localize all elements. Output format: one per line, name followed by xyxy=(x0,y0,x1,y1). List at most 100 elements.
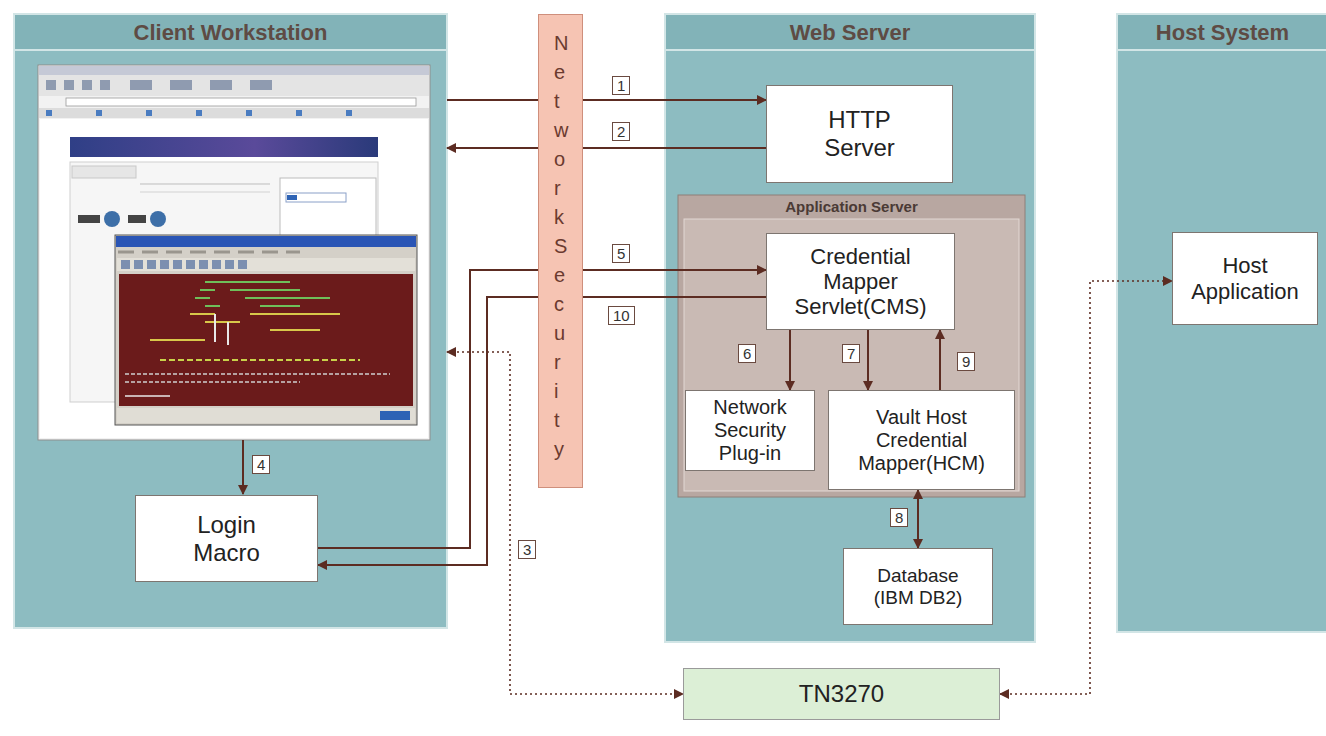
emulator-titlebar xyxy=(116,236,416,247)
toolbar-icons xyxy=(46,80,272,90)
link-icon xyxy=(246,110,252,116)
terminal-line xyxy=(195,282,330,306)
terminal-line xyxy=(125,374,390,382)
browser-screenshot xyxy=(38,65,430,440)
tool-icon xyxy=(121,260,130,269)
panel-header xyxy=(15,15,446,50)
panel-heading: Host System xyxy=(1117,20,1326,45)
toolbar-icon xyxy=(100,80,110,90)
links-bar xyxy=(39,108,429,118)
portal-row xyxy=(140,192,270,193)
system-panel: Web ServerHTTP ServerApplication ServerC… xyxy=(665,14,1035,642)
link-icon xyxy=(96,110,102,116)
box-label: Database (IBM DB2) xyxy=(862,565,974,609)
portal-row xyxy=(140,184,270,185)
callout-number: 4 xyxy=(252,455,270,474)
portal-icon-label xyxy=(128,215,146,223)
process-box: Credential Mapper Servlet(CMS) xyxy=(766,233,955,330)
box-label: Network Security xyxy=(554,29,563,464)
terminal-line xyxy=(150,314,340,340)
subpanel-inner xyxy=(684,219,1019,491)
panel-fills xyxy=(14,14,1326,642)
connector xyxy=(447,147,766,149)
panel-heading: Web Server xyxy=(665,20,1035,45)
callout-number: 2 xyxy=(612,122,630,141)
terminal-line xyxy=(125,395,170,397)
panel-rule xyxy=(15,49,446,51)
tool-icon xyxy=(199,260,208,269)
panel-heading: Client Workstation xyxy=(14,20,447,45)
process-box: Login Macro xyxy=(135,495,318,582)
portal-icon xyxy=(150,211,166,227)
callout-number: 3 xyxy=(518,540,536,559)
tool-icon xyxy=(160,260,169,269)
portal-banner xyxy=(70,137,378,157)
toolbar-icon xyxy=(130,80,152,90)
status-logo xyxy=(380,411,410,420)
terminal-screen xyxy=(119,274,413,406)
system-panel: Client WorkstationLogin Macro xyxy=(14,14,447,628)
callout-number: 7 xyxy=(842,344,860,363)
panel-header xyxy=(666,15,1034,50)
toolbar-icon xyxy=(46,80,56,90)
terminal-art xyxy=(125,282,390,396)
terminal-line xyxy=(215,314,228,345)
system-panel: Host SystemHost Application xyxy=(1117,14,1326,632)
portal-tab xyxy=(72,166,136,178)
emulator-frame xyxy=(115,235,417,425)
emulator-status xyxy=(117,408,415,423)
connector xyxy=(867,330,869,390)
link-icon xyxy=(146,110,152,116)
tool-icon xyxy=(238,260,247,269)
emulator-menu xyxy=(118,251,300,254)
database-box: Database (IBM DB2) xyxy=(843,548,993,625)
panel-rule xyxy=(666,49,1034,51)
portal-icon xyxy=(104,211,120,227)
tool-icon xyxy=(186,260,195,269)
panel-rule xyxy=(1118,49,1326,51)
callout-number: 9 xyxy=(957,352,975,371)
address-bar xyxy=(66,98,416,106)
terminal-line xyxy=(160,359,360,361)
connector xyxy=(789,330,791,390)
link-icon xyxy=(346,110,352,116)
link-icon xyxy=(296,110,302,116)
security-band: Network Security xyxy=(538,14,583,488)
browser-toolbar xyxy=(39,75,429,96)
box-label: HTTP Server xyxy=(797,106,922,161)
toolbar-icon xyxy=(82,80,92,90)
tool-icon xyxy=(147,260,156,269)
portal-icon-label xyxy=(78,215,100,223)
panel-fill xyxy=(665,14,1035,642)
emulator-toolbar xyxy=(117,258,415,271)
tool-icon xyxy=(225,260,234,269)
connector xyxy=(939,330,941,390)
process-box: Network Security Plug-in xyxy=(685,390,815,471)
process-box: HTTP Server xyxy=(766,85,953,183)
tool-icon xyxy=(212,260,221,269)
protocol-box: TN3270 xyxy=(683,668,1000,720)
box-label: Host Application xyxy=(1181,253,1309,304)
callout-number: 5 xyxy=(612,244,630,263)
box-label: Login Macro xyxy=(166,511,287,566)
panel-header xyxy=(1118,15,1326,50)
tool-icon xyxy=(134,260,143,269)
toolbar-icon xyxy=(210,80,232,90)
tool-icon xyxy=(173,260,182,269)
browser-frame xyxy=(38,65,430,440)
box-label: Vault Host Credential Mapper(HCM) xyxy=(841,406,1002,475)
subpanel-fill xyxy=(678,195,1025,497)
link-icon xyxy=(196,110,202,116)
callout-number: 1 xyxy=(612,76,630,95)
callout-number: 6 xyxy=(738,344,756,363)
link-icon xyxy=(46,110,52,116)
toolbar-icon xyxy=(64,80,74,90)
process-box: Vault Host Credential Mapper(HCM) xyxy=(828,390,1015,490)
box-label: Network Security Plug-in xyxy=(690,396,810,465)
panel-heading: Application Server xyxy=(678,198,1025,215)
browser-page xyxy=(40,119,428,438)
emulator-tools xyxy=(121,260,247,269)
